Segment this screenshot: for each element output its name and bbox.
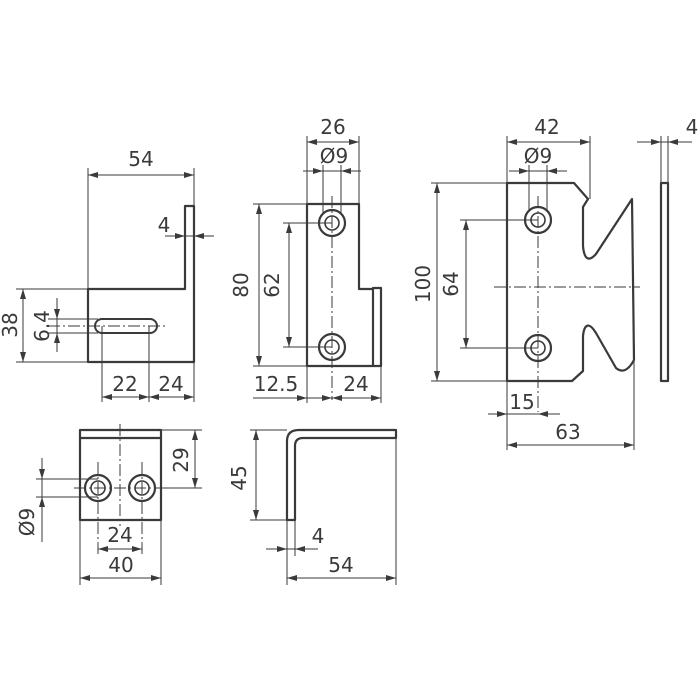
view-2-height-label: 80 — [229, 272, 253, 297]
view-6-outline — [285, 428, 398, 522]
view-6-l-profile: 45 4 54 — [227, 428, 398, 585]
view-3-width-label: 42 — [534, 115, 559, 139]
view-1-thickness-label: 4 — [158, 213, 171, 237]
view-1-outline — [86, 204, 196, 364]
view-4-plate-edge: 4 — [637, 115, 699, 383]
view-6-height-label: 45 — [227, 465, 251, 490]
view-5-hole-spacing-label: 24 — [107, 523, 132, 547]
view-1-left-label: 22 — [112, 372, 137, 396]
view-3-height-label: 100 — [411, 265, 435, 303]
view-3-hole-spacing-label: 64 — [439, 271, 463, 296]
view-3-total-width-label: 63 — [555, 420, 580, 444]
view-1-right-label: 24 — [158, 372, 183, 396]
view-5-hole-diameter-label: Ø9 — [15, 508, 39, 536]
view-3-hole-diameter-label: Ø9 — [524, 144, 552, 168]
view-2-width-label: 26 — [320, 115, 345, 139]
view-1-height-label: 38 — [0, 312, 22, 337]
view-1-width-label: 54 — [128, 147, 153, 171]
view-3-hole-offset-label: 15 — [509, 390, 534, 414]
view-4-thickness-label: 4 — [686, 115, 699, 139]
view-3-latch-plate: 42 Ø9 100 64 15 63 — [411, 115, 640, 450]
view-2-bottom-label: 24 — [343, 372, 368, 396]
view-6-thickness-label: 4 — [312, 524, 325, 548]
view-2-hole-spacing-label: 62 — [260, 272, 284, 297]
view-4-outline — [659, 181, 670, 383]
view-2-narrow-plate: 26 Ø9 80 62 12.5 24 — [229, 115, 383, 403]
view-5-front-plate: Ø9 29 24 40 — [15, 424, 202, 585]
view-6-length-label: 54 — [328, 553, 353, 577]
view-1-side-bracket: 54 4 38 6.4 22 24 — [0, 147, 214, 402]
view-5-width-label: 40 — [108, 553, 133, 577]
view-2-hole-diameter-label: Ø9 — [320, 144, 348, 168]
view-5-height-label: 29 — [169, 447, 193, 472]
view-2-offset-label: 12.5 — [254, 372, 299, 396]
view-1-slot-width-label: 6.4 — [30, 310, 54, 342]
